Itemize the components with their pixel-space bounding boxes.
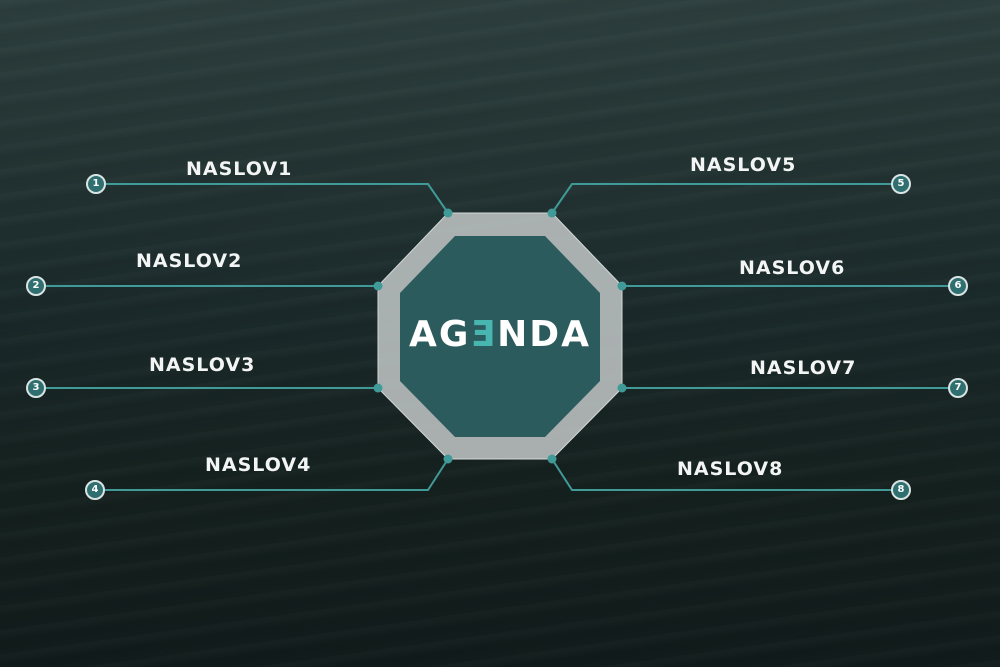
title-accent-letter: Ǝ bbox=[470, 314, 498, 355]
item-label-2: NASLOV2 bbox=[136, 250, 243, 272]
item-number-7: 7 bbox=[948, 378, 968, 398]
item-label-8: NASLOV8 bbox=[677, 458, 784, 480]
connector-8 bbox=[551, 458, 903, 491]
item-label-3: NASLOV3 bbox=[149, 354, 256, 376]
item-number-6: 6 bbox=[948, 276, 968, 296]
item-label-4: NASLOV4 bbox=[205, 454, 312, 476]
item-label-1: NASLOV1 bbox=[186, 158, 293, 180]
anchor-dot-5 bbox=[547, 208, 557, 218]
anchor-dot-8 bbox=[547, 454, 557, 464]
anchor-dot-7 bbox=[617, 383, 627, 393]
anchor-dot-4 bbox=[443, 454, 453, 464]
item-label-6: NASLOV6 bbox=[739, 257, 846, 279]
connector-4 bbox=[97, 458, 449, 491]
anchor-dot-2 bbox=[373, 281, 383, 291]
anchor-dot-1 bbox=[443, 208, 453, 218]
item-label-5: NASLOV5 bbox=[690, 154, 797, 176]
anchor-dot-3 bbox=[373, 383, 383, 393]
item-number-4: 4 bbox=[85, 480, 105, 500]
item-number-2: 2 bbox=[26, 276, 46, 296]
anchor-dot-6 bbox=[617, 281, 627, 291]
title-prefix: AG bbox=[409, 314, 471, 355]
item-label-7: NASLOV7 bbox=[750, 357, 857, 379]
agenda-octagon-center bbox=[400, 236, 600, 437]
connector-5 bbox=[551, 183, 903, 214]
agenda-title: AGƎNDA bbox=[400, 310, 600, 360]
item-number-5: 5 bbox=[891, 174, 911, 194]
item-number-8: 8 bbox=[891, 480, 911, 500]
connector-1 bbox=[100, 183, 449, 214]
item-number-1: 1 bbox=[86, 174, 106, 194]
item-number-3: 3 bbox=[26, 378, 46, 398]
title-suffix: NDA bbox=[497, 314, 591, 355]
